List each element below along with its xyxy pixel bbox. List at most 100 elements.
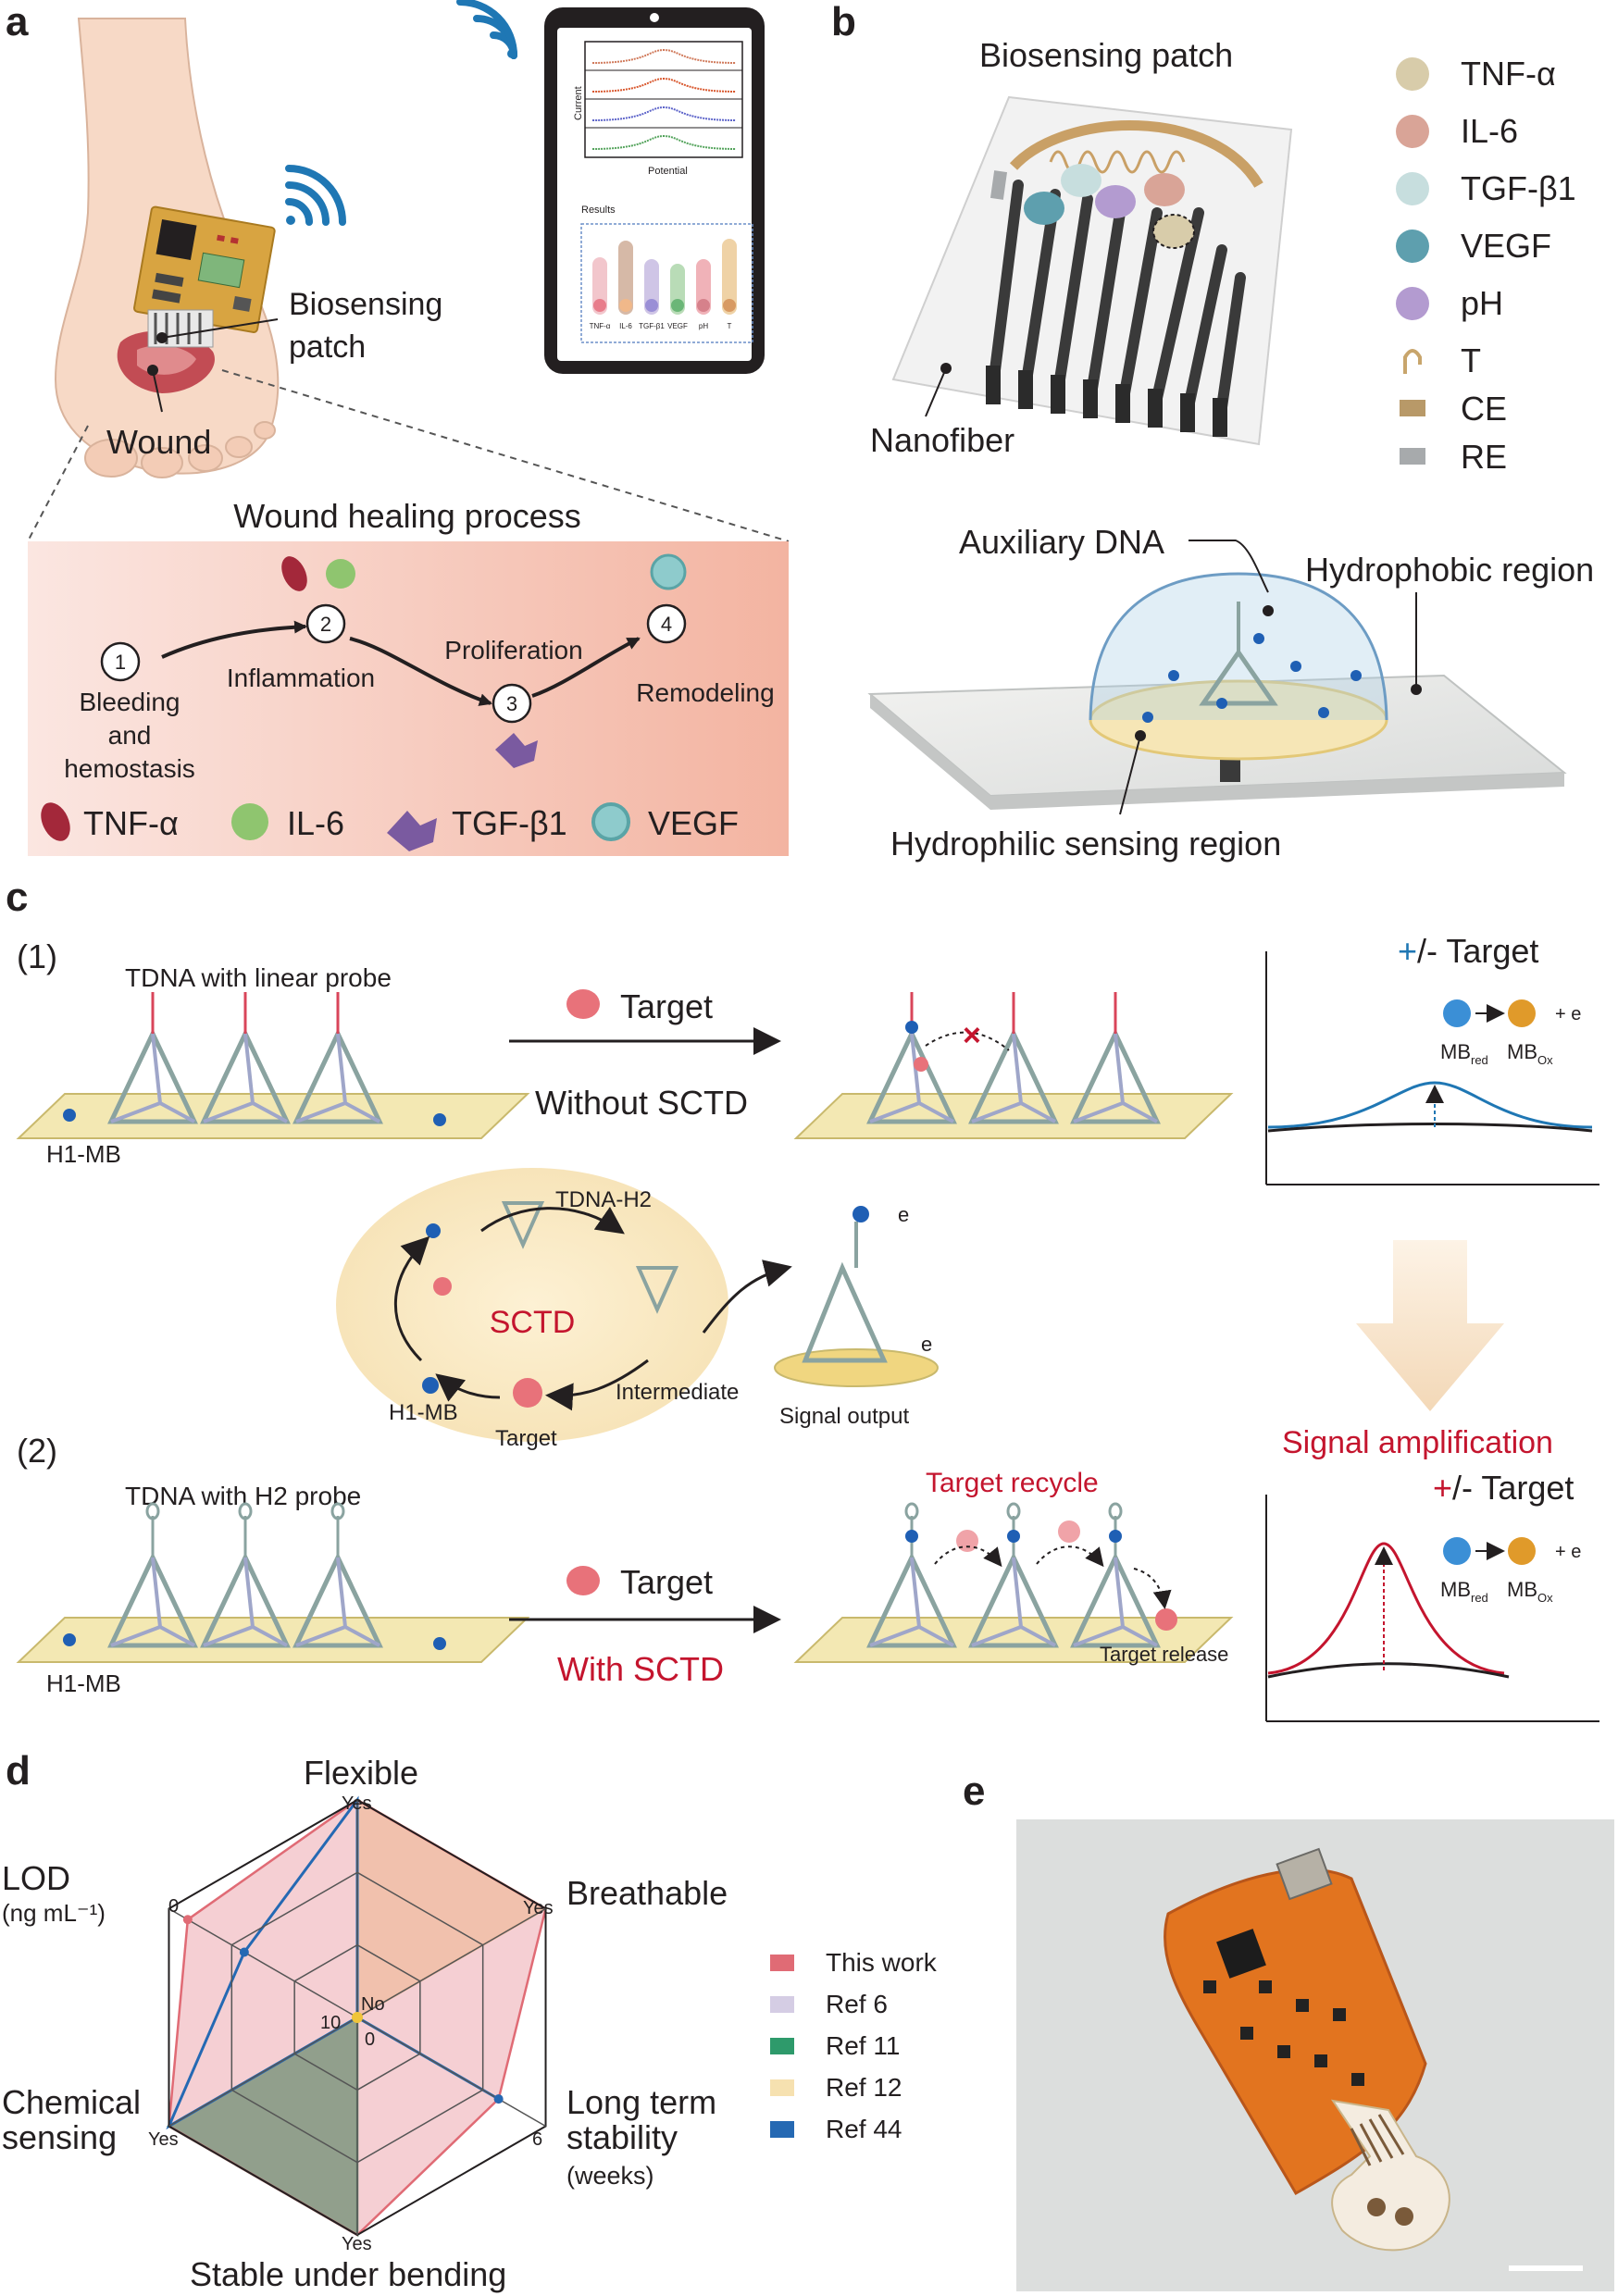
legend-b-label: T xyxy=(1461,341,1481,379)
phone-bar-label: TGF-β1 xyxy=(639,322,665,330)
pm-target-1: +/- Target xyxy=(1398,932,1538,970)
phone-x-label: Potential xyxy=(648,166,688,177)
healing-process-box xyxy=(28,541,789,856)
step-label: Inflammation xyxy=(227,664,375,692)
target-recycle-label: Target recycle xyxy=(926,1468,1099,1498)
legend-b-swatch xyxy=(1396,230,1429,263)
contact-pads xyxy=(986,366,1227,437)
legend-b-label: VEGF xyxy=(1461,227,1551,265)
phone-bar-label: T xyxy=(728,322,732,330)
radar-point xyxy=(493,2094,504,2104)
tdna-tetrahedron xyxy=(292,1028,383,1124)
phone-bar-dot xyxy=(723,299,736,312)
target-label-1: Target xyxy=(620,987,713,1025)
signal-output-electrode xyxy=(774,1348,939,1387)
legend-b-swatch xyxy=(1400,448,1425,465)
tick-stab-max: 6 xyxy=(532,2129,542,2150)
mb-red-icon-1 xyxy=(1443,999,1471,1027)
wifi-icon-phone xyxy=(456,0,517,59)
legend-b-label: TGF-β1 xyxy=(1461,169,1576,207)
intermediate-label: Intermediate xyxy=(616,1380,739,1405)
tick-lod-best: 0 xyxy=(168,1896,179,1917)
phone-bar xyxy=(722,239,737,315)
healing-process-title: Wound healing process xyxy=(233,497,581,535)
phone-bar-label: IL-6 xyxy=(619,322,632,330)
legend-b-label: CE xyxy=(1461,390,1507,428)
radar-spoke xyxy=(168,1907,358,2018)
step-circle xyxy=(305,603,346,644)
target-cycle-label: Target xyxy=(495,1426,557,1451)
counter-electrode xyxy=(1009,119,1263,188)
panel-e xyxy=(1016,1819,1614,2291)
legend-d-swatch xyxy=(770,2079,794,2096)
plus-e-2: + e xyxy=(1555,1542,1581,1562)
legend-b-swatch xyxy=(1396,57,1429,91)
tdna-tetrahedron xyxy=(1070,1552,1161,1648)
il6-icon xyxy=(231,803,268,840)
phone-y-label: Current xyxy=(573,86,584,120)
legend-d-swatch xyxy=(770,2121,794,2138)
mb-red-label-1: MBred xyxy=(1440,1040,1488,1067)
step-label: hemostasis xyxy=(64,754,195,783)
h1mb-label-1: H1-MB xyxy=(46,1140,121,1168)
arrow-2-3 xyxy=(349,637,492,706)
axis-flexible: Flexible xyxy=(304,1754,418,1792)
tdna-structures-row1b xyxy=(866,992,1161,1124)
signal-curve-red xyxy=(1267,1542,1505,1675)
legend-b-label: IL-6 xyxy=(1461,112,1518,150)
legend-b-label: RE xyxy=(1461,438,1507,476)
legend-b-swatch xyxy=(1396,115,1429,148)
phone-bar-dot xyxy=(671,299,684,312)
tick-chemical-yes: Yes xyxy=(148,2129,179,2150)
legend-d-swatch xyxy=(770,1955,794,1971)
radar-spoke xyxy=(356,2017,546,2128)
without-sctd-label: Without SCTD xyxy=(535,1084,748,1122)
scale-bar xyxy=(1509,2265,1583,2271)
panel-c: (1) (2) TDNA with linear probe H1-MB Tar… xyxy=(16,932,1609,1732)
axis-lod: LOD xyxy=(2,1859,70,1897)
part-1-label: (1) xyxy=(17,937,57,975)
biosensing-patch-label-line2: patch xyxy=(289,329,366,365)
axis-stable: Stable under bending xyxy=(190,2255,506,2293)
sensor-patch-photo xyxy=(1330,2099,1450,2252)
phone-bar-dot xyxy=(697,299,710,312)
signal-amplification-label: Signal amplification xyxy=(1282,1425,1553,1460)
foot-illustration xyxy=(54,18,280,478)
panel-label-a: a xyxy=(6,0,29,44)
phone-bar xyxy=(618,241,633,315)
tdna-tetrahedron xyxy=(107,1028,198,1124)
signal-output-label: Signal output xyxy=(779,1404,909,1429)
mb-ox-icon-2 xyxy=(1508,1537,1536,1565)
phone-bar-label: TNF-α xyxy=(590,322,611,330)
legend-b-swatch xyxy=(1396,172,1429,205)
tnf-alpha-icon xyxy=(41,802,70,841)
part-2-label: (2) xyxy=(17,1432,57,1470)
e-minus-2: e xyxy=(921,1333,932,1356)
step-circle xyxy=(646,603,687,644)
tick-no: No xyxy=(361,1994,385,2015)
step-label: Bleeding xyxy=(80,688,180,716)
mb-red-icon-2 xyxy=(1443,1537,1471,1565)
legend-d-label: Ref 12 xyxy=(826,2073,902,2102)
arrow-1-2 xyxy=(161,620,307,659)
tdna-tetrahedron xyxy=(866,1028,957,1124)
wifi-icon xyxy=(285,165,346,226)
phone-bar-label: VEGF xyxy=(667,322,688,330)
axis-long-term-1: Long term xyxy=(566,2083,716,2121)
plus-e-1: + e xyxy=(1555,1004,1581,1024)
target-icon-2 xyxy=(566,1566,600,1595)
radar-point xyxy=(239,1947,249,1957)
panel-a: Biosensing patch Wound Current Potential… xyxy=(27,0,790,856)
legend-a-3: VEGF xyxy=(648,804,739,842)
radar-chart xyxy=(166,1795,549,2238)
pm-target-2: +/- Target xyxy=(1433,1469,1574,1507)
nanofiber-label: Nanofiber xyxy=(870,421,1014,459)
target-label-2: Target xyxy=(620,1563,713,1601)
legend-a-0: TNF-α xyxy=(83,804,179,842)
step-label: and xyxy=(108,721,152,750)
tdna-tetrahedron xyxy=(200,1028,291,1124)
target-release-label: Target release xyxy=(1100,1643,1228,1666)
target-icon-1 xyxy=(566,989,600,1019)
